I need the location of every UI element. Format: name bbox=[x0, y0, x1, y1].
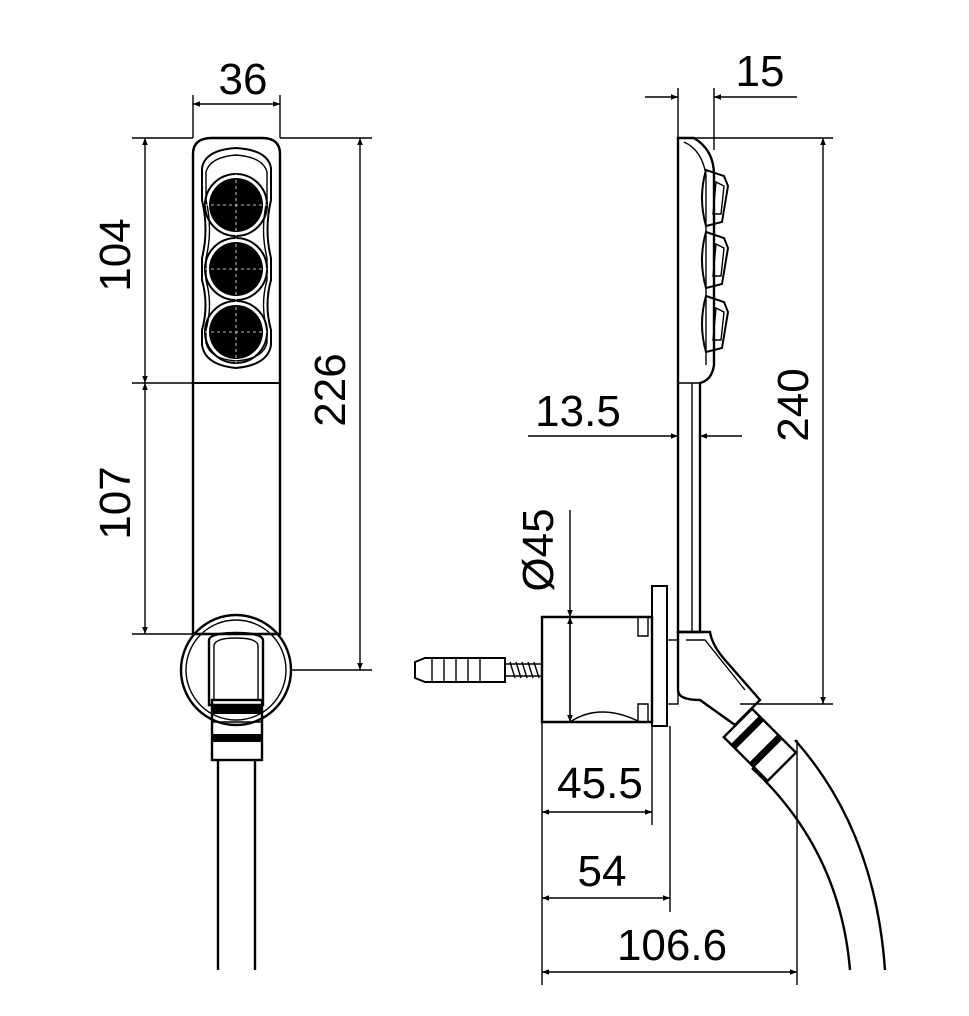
front-hose-collar bbox=[210, 698, 264, 762]
dim-bracket-offset: 54 bbox=[578, 847, 627, 896]
side-wall-screw bbox=[414, 657, 542, 683]
side-view: 15 13.5 240 Ø45 45.5 54 106.6 bbox=[414, 47, 887, 985]
dim-total-projection: 106.6 bbox=[617, 921, 727, 970]
dim-handle-length: 107 bbox=[91, 466, 140, 539]
dim-head-length: 104 bbox=[91, 218, 140, 291]
dim-handle-thickness: 13.5 bbox=[535, 387, 621, 436]
side-hose bbox=[751, 739, 887, 971]
spray-disc-top bbox=[204, 173, 268, 237]
side-spray-nozzles bbox=[701, 168, 730, 354]
front-hose bbox=[216, 760, 257, 970]
front-hose-connector bbox=[207, 631, 265, 707]
front-handset-outline bbox=[191, 136, 282, 636]
dim-bracket-depth: 45.5 bbox=[557, 759, 643, 808]
dim-side-depth: 15 bbox=[736, 47, 785, 96]
side-bracket-body bbox=[540, 615, 654, 724]
front-spray-face-outline bbox=[201, 146, 272, 370]
front-bracket-ring-inner bbox=[185, 619, 287, 721]
side-wall-plate bbox=[651, 585, 668, 727]
dim-total-length: 226 bbox=[306, 353, 355, 426]
dim-bracket-diameter: Ø45 bbox=[514, 508, 563, 591]
side-hose-collar bbox=[722, 707, 798, 783]
side-angled-connector bbox=[676, 630, 762, 727]
dim-overall-height: 240 bbox=[769, 368, 818, 441]
front-view: 36 104 107 226 bbox=[91, 55, 372, 970]
side-wall-dowel bbox=[414, 657, 506, 683]
dim-front-width: 36 bbox=[219, 55, 268, 104]
side-handle-body bbox=[676, 136, 716, 634]
spray-disc-bottom bbox=[204, 300, 268, 364]
front-spray-face-inner bbox=[205, 154, 268, 362]
spray-disc-middle bbox=[204, 237, 268, 301]
